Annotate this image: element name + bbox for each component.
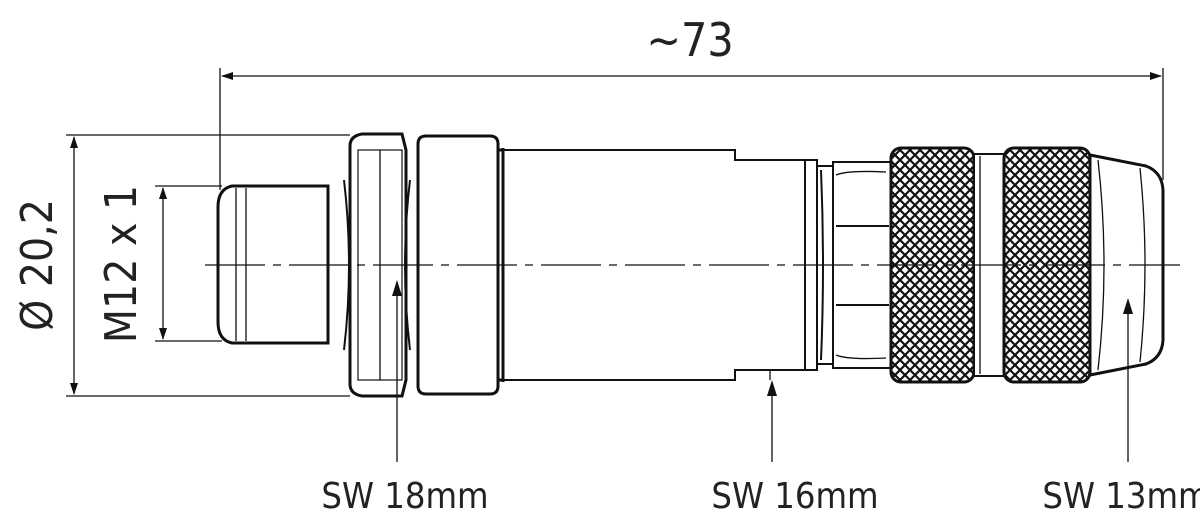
thread-label: M12 x 1 [96, 185, 147, 343]
hex-chamfer-top [835, 170, 887, 176]
cable-tail [1088, 153, 1165, 377]
coupling-ring [348, 132, 408, 398]
leader-arrow-sw18 [392, 280, 402, 296]
pin-housing [216, 184, 330, 345]
leader-sw13 [1123, 298, 1133, 462]
leader-arrow-sw13 [1123, 298, 1133, 314]
wrench-size-label-3: SW 13mm [1042, 476, 1200, 517]
diameter-dimension: Ø 20,2 [12, 134, 350, 397]
length-dimension: ~73 [219, 13, 1164, 190]
coupling-nut [416, 134, 500, 396]
wrench-size-label-1: SW 18mm [321, 476, 488, 517]
wrench-size-label-2: SW 16mm [711, 476, 878, 517]
leader-sw18 [392, 280, 402, 462]
hex-chamfer-bottom [835, 354, 887, 360]
outer-diameter-label: Ø 20,2 [12, 199, 63, 331]
leader-arrow-sw16 [767, 380, 777, 396]
leader-sw16 [767, 380, 777, 462]
thread-dimension: M12 x 1 [96, 185, 222, 343]
length-label: ~73 [646, 13, 733, 67]
